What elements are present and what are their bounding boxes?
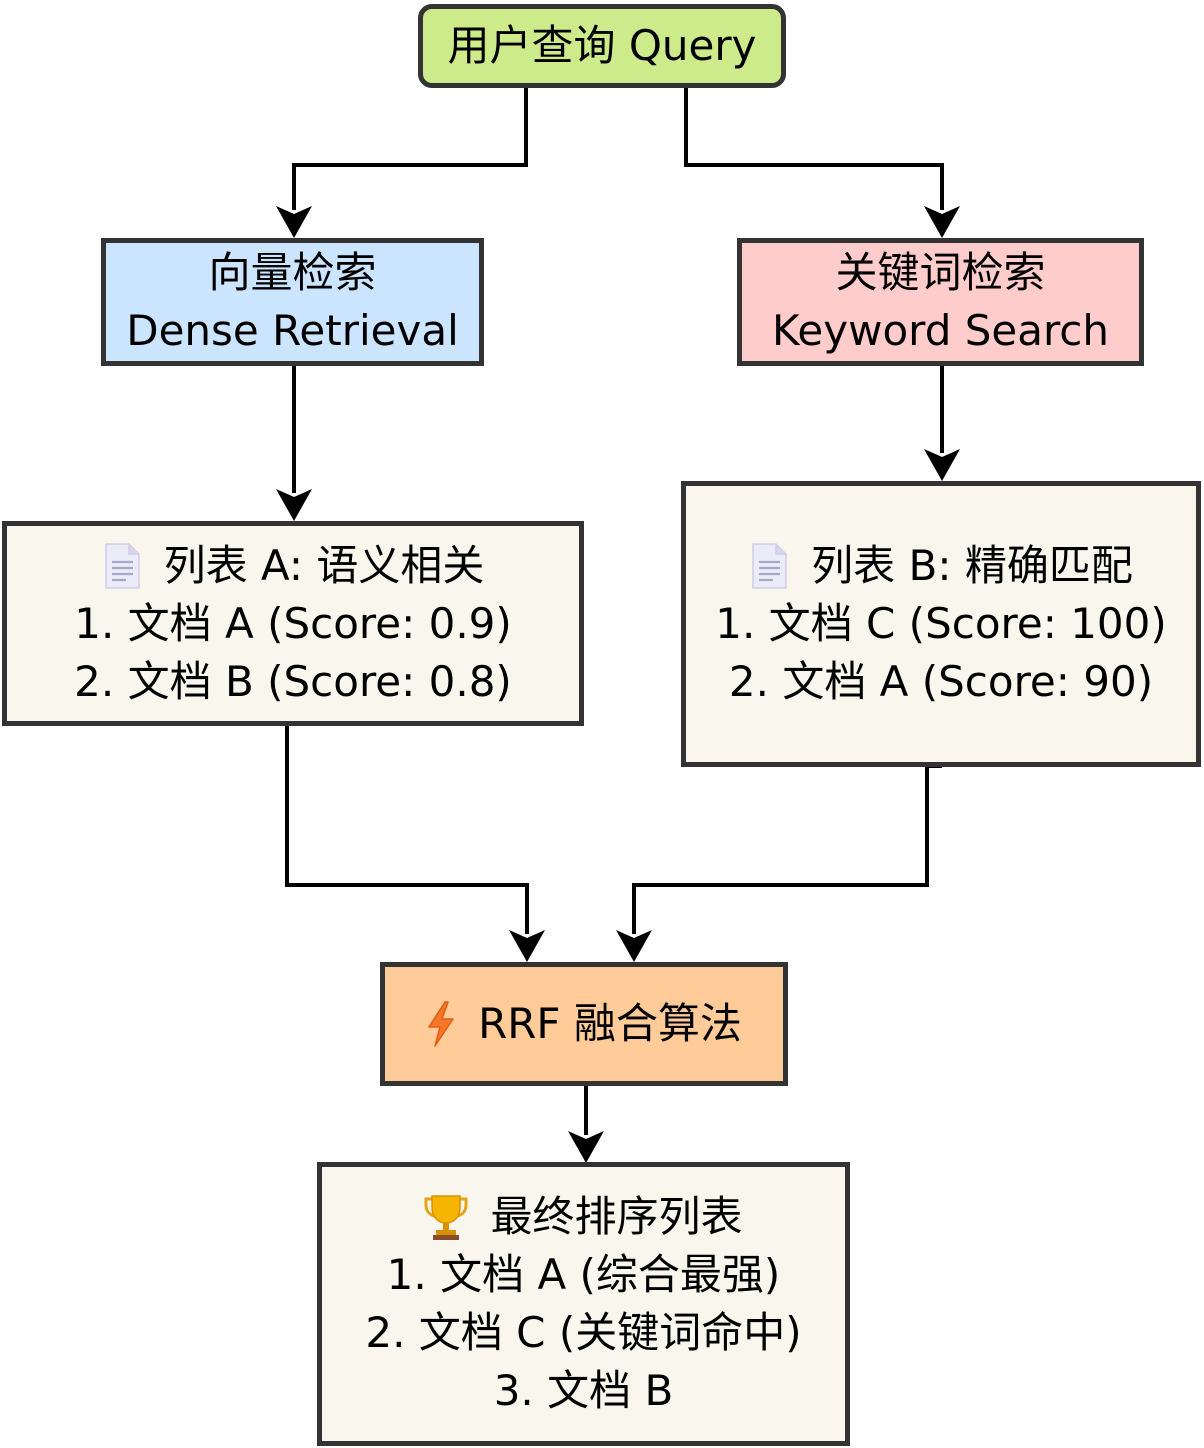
document-icon bbox=[749, 542, 789, 590]
rrf-node: RRF 融合算法 bbox=[380, 962, 788, 1086]
dense-retrieval-title: 向量检索 bbox=[208, 248, 377, 297]
list-a-item-2: 2. 文档 B (Score: 0.8) bbox=[74, 656, 512, 706]
lightning-icon bbox=[426, 1000, 456, 1048]
arrowhead-keyword bbox=[924, 206, 960, 238]
keyword-search-subtitle: Keyword Search bbox=[771, 306, 1110, 355]
trophy-icon bbox=[424, 1193, 468, 1241]
keyword-search-title: 关键词检索 bbox=[835, 248, 1046, 297]
arrowhead-rrf-left bbox=[509, 930, 545, 962]
arrowhead-list-b bbox=[924, 449, 960, 481]
edge-list-a-to-rrf bbox=[285, 726, 529, 934]
dense-retrieval-subtitle: Dense Retrieval bbox=[126, 306, 459, 355]
edge-list-b-to-rrf bbox=[632, 764, 942, 934]
list-a-title: 列表 A: 语义相关 bbox=[163, 540, 485, 590]
list-b-item-1: 1. 文档 C (Score: 100) bbox=[715, 599, 1167, 648]
final-ranking-title: 最终排序列表 bbox=[490, 1192, 743, 1241]
list-b-node: 列表 B: 精确匹配 1. 文档 C (Score: 100) 2. 文档 A … bbox=[681, 481, 1201, 767]
list-a-node: 列表 A: 语义相关 1. 文档 A (Score: 0.9) 2. 文档 B … bbox=[2, 521, 584, 726]
query-label: 用户查询 Query bbox=[447, 21, 757, 70]
arrowhead-final bbox=[568, 1131, 604, 1163]
arrowhead-list-a bbox=[276, 489, 312, 521]
list-a-item-1: 1. 文档 A (Score: 0.9) bbox=[74, 598, 512, 648]
query-node: 用户查询 Query bbox=[418, 4, 786, 88]
keyword-search-node: 关键词检索 Keyword Search bbox=[737, 238, 1144, 366]
edge-query-to-keyword bbox=[684, 88, 944, 210]
arrowhead-rrf-right bbox=[616, 930, 652, 962]
edge-query-to-dense bbox=[292, 88, 528, 210]
rrf-label: RRF 融合算法 bbox=[478, 999, 742, 1048]
list-b-item-2: 2. 文档 A (Score: 90) bbox=[728, 657, 1154, 706]
arrowhead-dense bbox=[276, 206, 312, 238]
document-icon bbox=[102, 542, 142, 590]
final-ranking-item-1: 1. 文档 A (综合最强) bbox=[386, 1250, 781, 1299]
dense-retrieval-node: 向量检索 Dense Retrieval bbox=[101, 238, 484, 366]
list-b-title: 列表 B: 精确匹配 bbox=[811, 541, 1133, 590]
final-ranking-item-2: 2. 文档 C (关键词命中) bbox=[365, 1308, 802, 1357]
final-ranking-node: 最终排序列表 1. 文档 A (综合最强) 2. 文档 C (关键词命中) 3.… bbox=[317, 1162, 850, 1446]
final-ranking-item-3: 3. 文档 B bbox=[493, 1366, 674, 1415]
